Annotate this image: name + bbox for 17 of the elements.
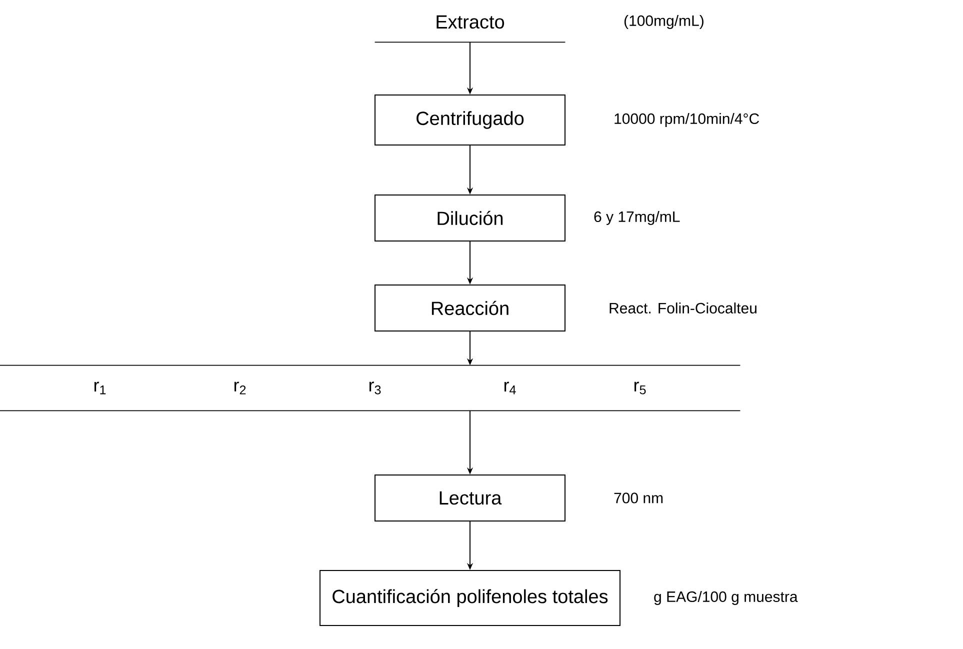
condition-note: 10000 rpm/10min/4°C bbox=[614, 113, 759, 127]
condition-note: 700 nm bbox=[614, 492, 663, 504]
replicate-label: r$_{2}$ bbox=[234, 382, 246, 394]
condition-note: (100mg/mL) bbox=[624, 15, 704, 29]
process-box: Lectura bbox=[374, 474, 566, 522]
replicate-label: r$_{3}$ bbox=[369, 382, 381, 394]
step-heading: Extracto bbox=[374, 15, 566, 43]
condition-note: 6 y 17mg/mL bbox=[594, 211, 680, 225]
condition-note: React. Folin-Ciocalteu bbox=[610, 302, 756, 314]
replicate-label: r$_{5}$ bbox=[634, 382, 646, 394]
process-box: Cuantificación polifenoles totales bbox=[320, 570, 620, 626]
process-box: Reacción bbox=[374, 284, 566, 332]
replicate-label: r$_{4}$ bbox=[504, 382, 516, 394]
process-box: Centrifugado bbox=[374, 94, 566, 146]
process-box: Dilución bbox=[374, 194, 566, 242]
replicate-label: r$_{1}$ bbox=[94, 382, 106, 394]
condition-note: g EAG/100 g muestra bbox=[654, 591, 798, 605]
